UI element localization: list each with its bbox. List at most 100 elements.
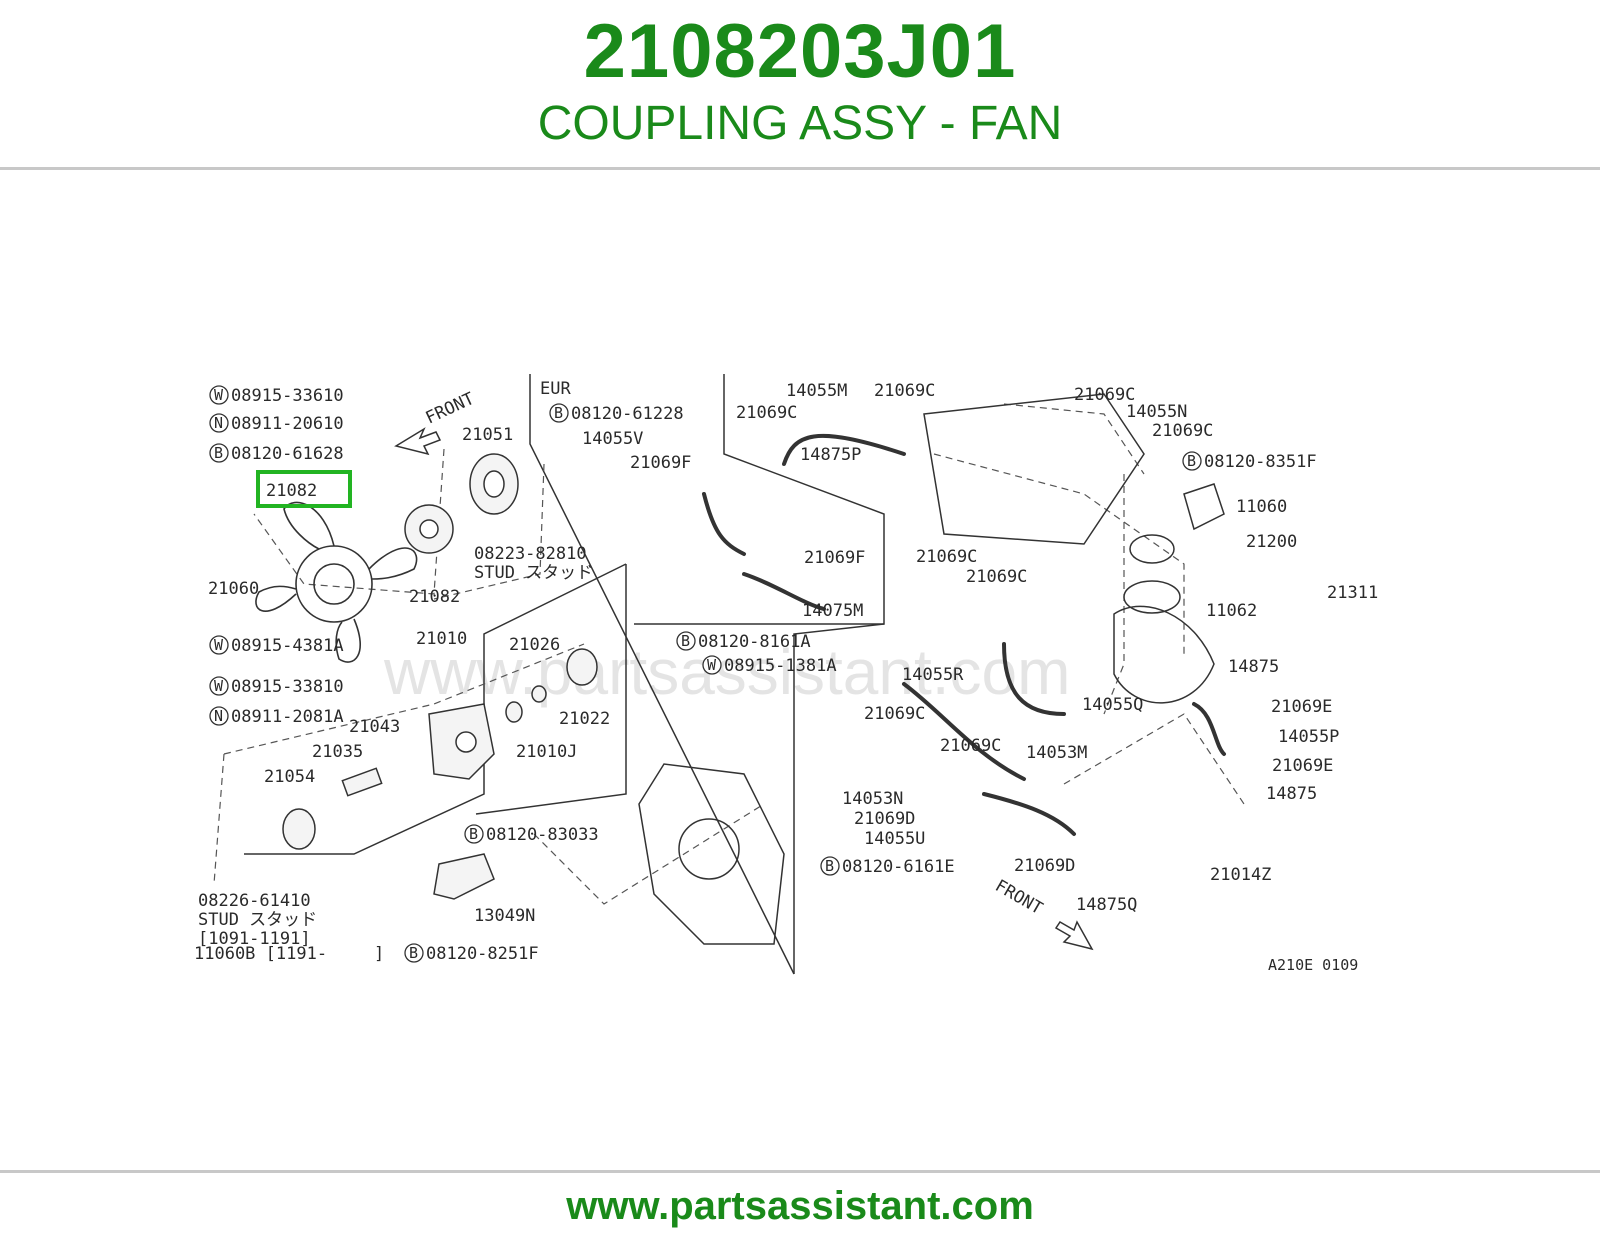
engine-block [638, 763, 785, 945]
part-label: 21200 [1246, 532, 1297, 552]
marker-letter: W [214, 677, 224, 695]
part-label: 21069F [804, 548, 865, 568]
marker-circle [209, 706, 229, 726]
marker-letter: W [707, 656, 717, 674]
marker-letter: N [214, 707, 223, 725]
part-label: 14875 [1266, 784, 1317, 804]
intake-manifold [923, 393, 1225, 704]
divider-lines [244, 374, 885, 975]
part-label: 21051 [462, 425, 513, 445]
part-label: 08120-61228 [571, 404, 684, 424]
part-label: 14055N [1126, 402, 1187, 422]
marker-circle [209, 413, 229, 433]
marker-letter: B [825, 857, 834, 875]
marker-letter: B [469, 825, 478, 843]
part-label: 14055Q [1082, 695, 1143, 715]
part-label: 08915-1381A [724, 656, 837, 676]
thermostat-parts [282, 767, 495, 900]
fan-coupling [404, 504, 454, 554]
front-label-2: FRONT [992, 876, 1046, 919]
part-label: 21035 [312, 742, 363, 762]
part-label: 11060B [1191- [194, 944, 327, 964]
part-label: 21311 [1327, 583, 1378, 603]
part-label: 14055M [786, 381, 847, 401]
part-label: STUD スタッド [474, 563, 593, 583]
marker-letter: W [214, 636, 224, 654]
watermark: www.partsassistant.com [383, 636, 1070, 708]
marker-letter: B [681, 632, 690, 650]
part-label: 08120-8351F [1204, 452, 1317, 472]
part-label: 21069D [854, 809, 915, 829]
part-label: 21043 [349, 717, 400, 737]
marker-letter: B [214, 444, 223, 462]
footer-url[interactable]: www.partsassistant.com [566, 1184, 1034, 1228]
part-label: 14055P [1278, 727, 1339, 747]
part-label: 21082 [409, 587, 460, 607]
part-label: 21022 [559, 709, 610, 729]
part-label: 14875Q [1076, 895, 1137, 915]
page-header: 2108203J01 COUPLING ASSY - FAN [0, 0, 1600, 168]
dashed-lines [213, 403, 1245, 905]
part-label: 08120-83033 [486, 825, 599, 845]
part-label: 14053M [1026, 743, 1087, 763]
part-label: 14875P [800, 445, 861, 465]
marker-circle [820, 856, 840, 876]
part-label: 14055R [902, 665, 964, 685]
part-label: 11060 [1236, 497, 1287, 517]
part-label: [1091-1191] [198, 929, 311, 949]
part-label: 21010J [516, 742, 577, 762]
part-label: 08120-6161E [842, 857, 955, 877]
part-label: 11062 [1206, 601, 1257, 621]
part-label: 08120-8251F [426, 944, 539, 964]
part-label: 08120-61628 [231, 444, 344, 464]
part-label: 14875 [1228, 657, 1279, 677]
part-label: 13049N [474, 906, 535, 926]
part-label: 21069C [864, 704, 925, 724]
part-label: 21069E [1272, 756, 1333, 776]
part-label: 21069E [1271, 697, 1332, 717]
marker-circle [676, 631, 696, 651]
part-label: 14055U [864, 829, 925, 849]
part-label: 08226-61410 [198, 891, 311, 911]
water-pump [428, 648, 598, 780]
part-label: 21069C [966, 567, 1027, 587]
part-label: 21069C [1152, 421, 1213, 441]
marker-circle [209, 635, 229, 655]
part-label: 21069C [940, 736, 1001, 756]
part-label: 08915-4381A [231, 636, 344, 656]
coolant-hoses [702, 433, 1226, 836]
part-number: 2108203J01 [583, 9, 1017, 94]
part-label: ] [374, 944, 384, 964]
marker-letter: B [554, 404, 563, 422]
part-label: 21069C [874, 381, 935, 401]
part-label: 21069C [736, 403, 797, 423]
marker-circle [209, 385, 229, 405]
part-label: 08223-82810 [474, 544, 587, 564]
marker-letter: B [1187, 452, 1196, 470]
part-label: 21014Z [1210, 865, 1271, 885]
marker-circle [404, 943, 424, 963]
part-label: 14053N [842, 789, 903, 809]
parts-diagram: www.partsassistant.com [184, 334, 1420, 1004]
fan-blade [255, 501, 418, 663]
part-label: 14075M [802, 601, 863, 621]
part-label: 21026 [509, 635, 560, 655]
marker-circle [209, 443, 229, 463]
drawing-code: A210E 0109 [1268, 956, 1358, 974]
part-label: 08911-20610 [231, 414, 344, 434]
part-name: COUPLING ASSY - FAN [537, 97, 1063, 150]
front-label: FRONT [423, 389, 478, 429]
marker-letter: W [214, 386, 224, 404]
part-label: 08915-33610 [231, 386, 344, 406]
marker-circle [702, 655, 722, 675]
part-label: 21069C [1074, 385, 1135, 405]
footer-divider [0, 1170, 1600, 1173]
part-label: STUD スタッド [198, 910, 317, 930]
marker-circle [464, 824, 484, 844]
part-label: 21054 [264, 767, 315, 787]
header-divider [0, 167, 1600, 170]
marker-circle [549, 403, 569, 423]
eur-label: EUR [540, 379, 571, 399]
part-label: 21010 [416, 629, 467, 649]
marker-letter: N [214, 414, 223, 432]
